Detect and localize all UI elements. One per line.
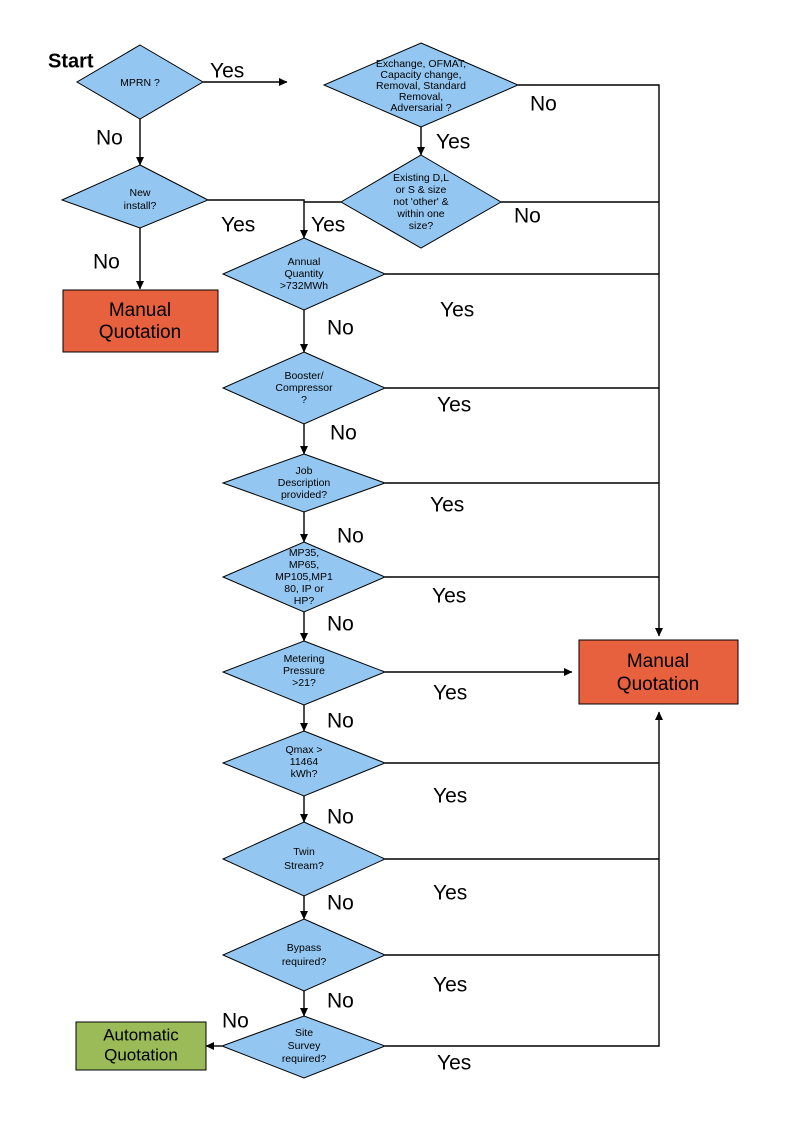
node-twin-stream[interactable]: Twin Stream?: [221, 821, 387, 897]
node-new-install-line1: New: [129, 187, 150, 199]
node-mp-tier-line4: 80, IP or: [284, 583, 324, 595]
node-annual-quantity-line1: Annual: [288, 256, 321, 268]
edge-label-sitesurvey-no: No: [222, 1010, 249, 1033]
node-manual-quotation-left[interactable]: Manual Quotation: [62, 289, 219, 353]
edge-label-booster-no: No: [330, 422, 357, 445]
node-existing-dls-line2: or S & size: [396, 184, 447, 196]
node-mprn-label: MPRN ?: [120, 77, 160, 89]
node-exchange-line4: Removal,: [399, 91, 443, 103]
manual-quotation-left-line1: Manual: [109, 300, 171, 321]
node-metering-pressure-line1: Metering: [284, 653, 325, 665]
node-exchange-line2: Capacity change,: [380, 69, 461, 81]
node-existing-dls-line4: within one: [396, 208, 444, 220]
node-qmax[interactable]: Qmax > 11464 kWh?: [221, 730, 387, 797]
edge-label-exchange-no: No: [530, 93, 557, 116]
node-exchange-line5: Adversarial ?: [390, 102, 451, 114]
node-mp-tier-line2: MP65,: [289, 559, 319, 571]
node-job-description-line3: provided?: [281, 489, 327, 501]
node-bypass-line2: required?: [282, 956, 327, 968]
node-qmax-line1: Qmax >: [285, 744, 322, 756]
node-booster-line2: Compressor: [275, 382, 333, 394]
start-label: Start: [48, 50, 94, 72]
node-metering-pressure-line3: >21?: [292, 677, 316, 689]
node-booster-line1: Booster/: [284, 370, 323, 382]
node-site-survey[interactable]: Site Survey required?: [220, 1015, 387, 1079]
edge-label-qmax-yes: Yes: [433, 785, 467, 808]
node-exchange-line3: Removal, Standard: [376, 80, 466, 92]
edge-newinstall-yes: [208, 199, 308, 239]
node-bypass-line1: Bypass: [287, 942, 321, 954]
node-new-install[interactable]: New install?: [60, 164, 210, 229]
node-annual-quantity[interactable]: Annual Quantity >732MWh: [221, 237, 387, 311]
node-annual-quantity-line2: Quantity: [284, 268, 324, 280]
edge-label-jobdescription-no: No: [337, 525, 364, 548]
connector-layer: [136, 78, 663, 1050]
manual-quotation-left-line2: Quotation: [99, 322, 181, 343]
edge-sitesurvey-yes: [385, 711, 663, 1047]
node-new-install-line2: install?: [124, 200, 157, 212]
edge-label-newinstall-yes: Yes: [221, 214, 255, 237]
node-bypass[interactable]: Bypass required?: [221, 918, 387, 992]
edge-label-mptier-no: No: [327, 613, 354, 636]
edge-label-layer: Yes No No Yes No Yes No Yes Yes No Yes N…: [93, 60, 557, 1075]
node-annual-quantity-line3: >732MWh: [280, 280, 328, 292]
node-metering-pressure-line2: Pressure: [283, 665, 325, 677]
node-booster[interactable]: Booster/ Compressor ?: [221, 351, 387, 425]
node-existing-dls-line1: Existing D,L: [393, 172, 449, 184]
node-site-survey-line1: Site: [295, 1027, 313, 1039]
edge-label-meteringpressure-no: No: [327, 710, 354, 733]
node-mp-tier-line3: MP105,MP1: [275, 571, 333, 583]
edge-label-existingdls-yes: Yes: [311, 214, 345, 237]
edge-label-twinstream-yes: Yes: [433, 882, 467, 905]
node-job-description-line2: Description: [278, 477, 331, 489]
edge-label-annualquantity-no: No: [327, 317, 354, 340]
node-manual-quotation-right[interactable]: Manual Quotation: [578, 639, 739, 705]
node-automatic-quotation[interactable]: Automatic Quotation: [75, 1021, 207, 1071]
edge-label-qmax-no: No: [327, 806, 354, 829]
edge-label-exchange-yes: Yes: [436, 131, 470, 154]
node-twin-stream-line2: Stream?: [284, 860, 324, 872]
node-existing-dls-line3: not 'other' &: [393, 196, 448, 208]
automatic-quotation-line2: Quotation: [104, 1045, 178, 1064]
node-existing-dls-line5: size?: [409, 220, 434, 232]
edge-label-jobdescription-yes: Yes: [430, 494, 464, 517]
manual-quotation-right-line2: Quotation: [617, 674, 699, 695]
node-mprn[interactable]: MPRN ?: [76, 44, 204, 120]
node-mp-pressure-tier[interactable]: MP35, MP65, MP105,MP1 80, IP or HP?: [221, 541, 387, 613]
automatic-quotation-line1: Automatic: [103, 1025, 179, 1044]
node-qmax-line2: 11464: [290, 756, 319, 768]
manual-quotation-right-line1: Manual: [627, 651, 689, 672]
edge-label-booster-yes: Yes: [437, 394, 471, 417]
edge-label-sitesurvey-yes: Yes: [437, 1052, 471, 1075]
edge-label-meteringpressure-yes: Yes: [433, 682, 467, 705]
edge-label-mprn-yes: Yes: [210, 60, 244, 83]
node-mp-tier-line5: HP?: [294, 595, 315, 607]
edge-label-existingdls-no: No: [514, 205, 541, 228]
node-twin-stream-line1: Twin: [293, 846, 315, 858]
edge-label-mptier-yes: Yes: [432, 585, 466, 608]
edge-label-mprn-no: No: [96, 127, 123, 150]
edge-exchange-no: [518, 84, 663, 637]
node-exchange-line1: Exchange, OFMAT,: [376, 58, 466, 70]
node-qmax-line3: kWh?: [291, 768, 318, 780]
node-job-description-line1: Job: [296, 465, 313, 477]
edge-label-twinstream-no: No: [327, 892, 354, 915]
node-existing-dls[interactable]: Existing D,L or S & size not 'other' & w…: [340, 154, 502, 249]
node-metering-pressure[interactable]: Metering Pressure >21?: [221, 640, 387, 706]
edge-label-bypass-yes: Yes: [433, 974, 467, 997]
node-job-description[interactable]: Job Description provided?: [221, 453, 387, 513]
node-site-survey-line2: Survey: [288, 1040, 321, 1052]
node-mp-tier-line1: MP35,: [289, 547, 319, 559]
node-exchange[interactable]: Exchange, OFMAT, Capacity change, Remova…: [322, 42, 520, 128]
node-booster-line3: ?: [301, 394, 307, 406]
edge-label-bypass-no: No: [327, 990, 354, 1013]
edge-label-newinstall-no: No: [93, 251, 120, 274]
edge-label-annualquantity-yes: Yes: [440, 299, 474, 322]
node-site-survey-line3: required?: [282, 1053, 327, 1065]
